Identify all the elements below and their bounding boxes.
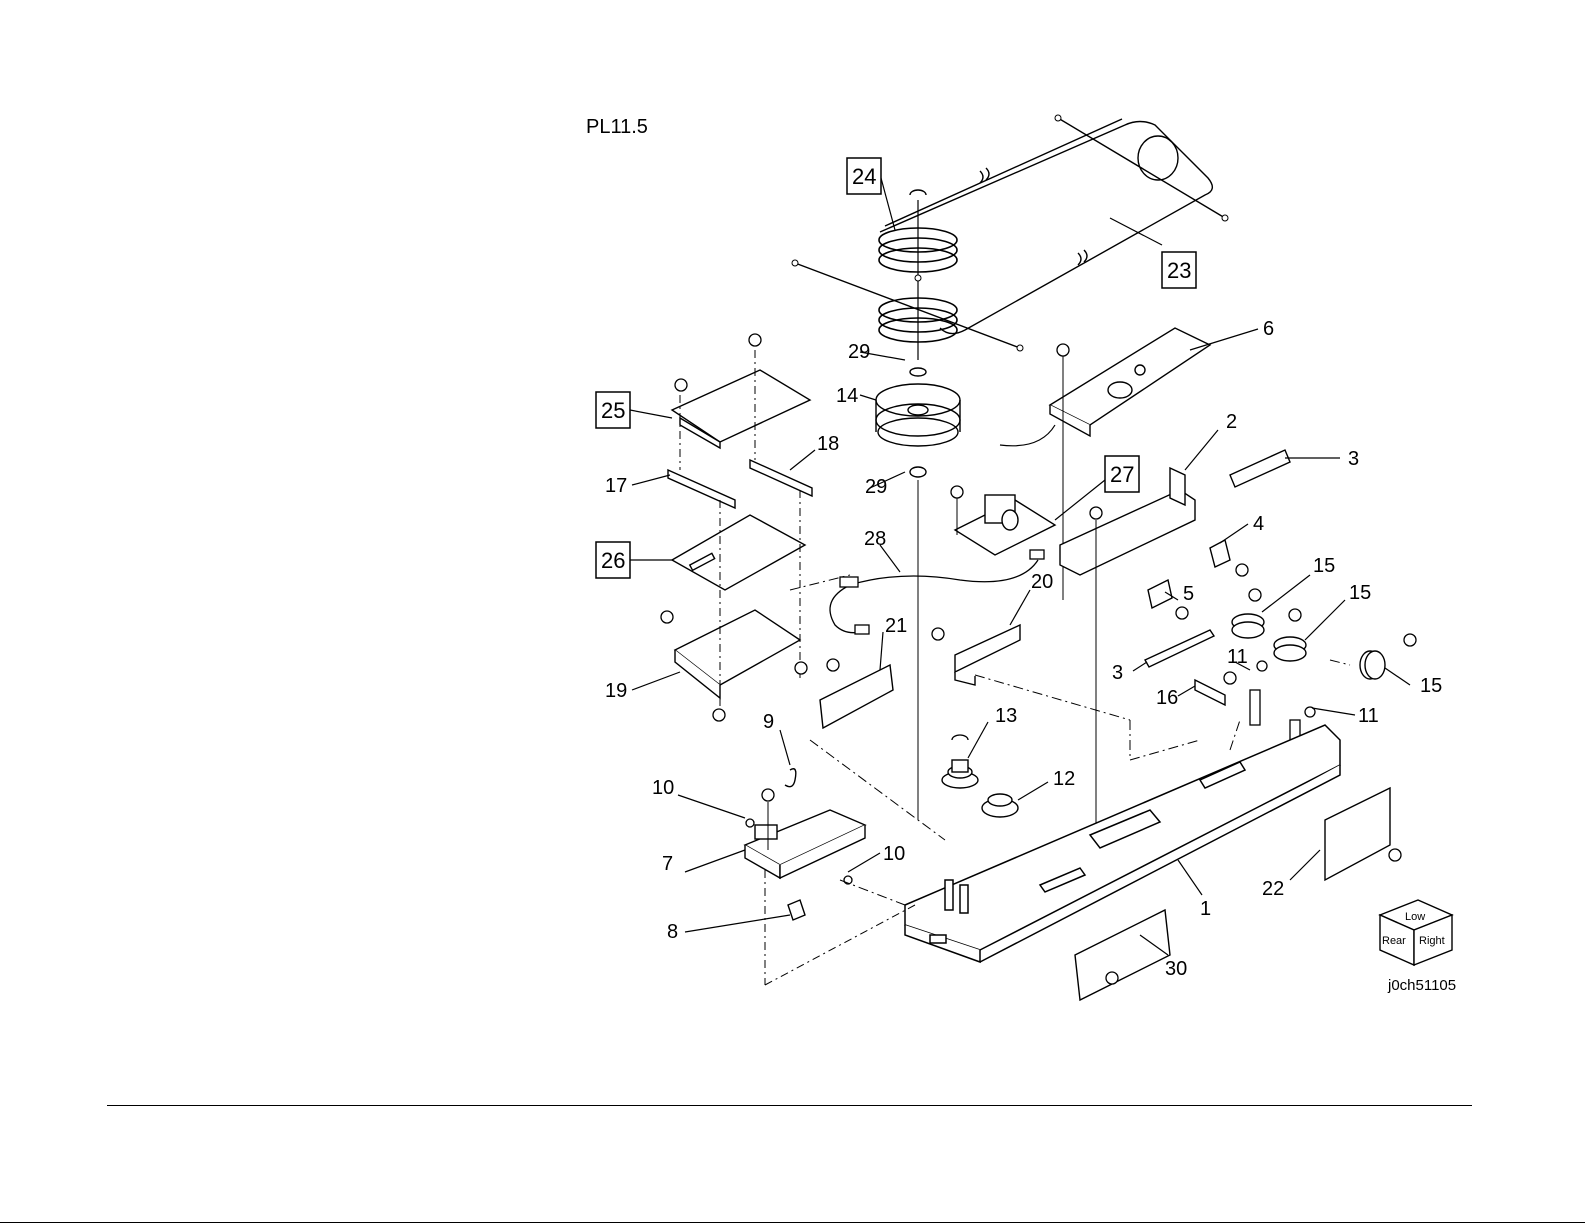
callout-3-lower: 3 <box>1112 662 1123 684</box>
pulley-15 <box>1232 614 1385 679</box>
callout-10-b: 10 <box>883 843 905 865</box>
callout-4: 4 <box>1253 513 1264 535</box>
callout-28: 28 <box>864 528 886 550</box>
callout-23: 23 <box>1167 258 1191 283</box>
cube-label-top: Low <box>1405 911 1425 923</box>
pulley-14 <box>876 368 960 477</box>
callout-9: 9 <box>763 711 774 733</box>
cover-22 <box>1325 788 1390 880</box>
callout-15-c: 15 <box>1420 675 1442 697</box>
callout-17: 17 <box>605 475 627 497</box>
cover-30 <box>1075 910 1170 1000</box>
bracket-17 <box>668 470 735 508</box>
callout-11-a: 11 <box>1227 646 1248 668</box>
callout-1: 1 <box>1200 898 1211 920</box>
callout-10-a: 10 <box>652 777 674 799</box>
pwb-25 <box>672 370 810 448</box>
bracket-4 <box>1210 540 1230 567</box>
callout-7: 7 <box>662 853 673 875</box>
callout-8: 8 <box>667 921 678 943</box>
bottom-rule <box>0 1222 1585 1223</box>
orientation-cube-icon <box>1380 900 1452 965</box>
callout-14: 14 <box>836 385 858 407</box>
callout-19: 19 <box>605 680 627 702</box>
gear-13 <box>942 760 978 788</box>
callout-20: 20 <box>1031 571 1053 593</box>
bracket-7 <box>745 810 865 878</box>
pad-3-upper <box>1230 450 1290 487</box>
cube-label-left: Rear <box>1382 935 1406 947</box>
callout-24: 24 <box>852 164 876 189</box>
pwb-27 <box>955 495 1055 555</box>
base-frame-1 <box>905 725 1340 962</box>
bracket-18 <box>750 460 812 496</box>
footer-rule <box>107 1105 1472 1106</box>
callout-3-upper: 3 <box>1348 448 1359 470</box>
callout-21: 21 <box>885 615 907 637</box>
bracket-19 <box>675 610 800 698</box>
callout-25: 25 <box>601 398 625 423</box>
cube-label-right: Right <box>1419 935 1445 947</box>
callout-15-a: 15 <box>1313 555 1335 577</box>
callout-18: 18 <box>817 433 839 455</box>
callout-12: 12 <box>1053 768 1075 790</box>
gear-12 <box>982 794 1018 817</box>
bracket-8 <box>788 900 805 920</box>
callout-6: 6 <box>1263 318 1274 340</box>
callout-16: 16 <box>1156 687 1178 709</box>
callout-2: 2 <box>1226 411 1237 433</box>
callout-27: 27 <box>1110 462 1134 487</box>
bracket-20 <box>955 625 1020 685</box>
pad-3-lower <box>1145 630 1214 667</box>
callout-15-b: 15 <box>1349 582 1371 604</box>
bracket-21 <box>820 665 893 728</box>
callout-11-b: 11 <box>1358 705 1379 727</box>
callout-29-lower: 29 <box>865 476 887 498</box>
callout-30: 30 <box>1165 958 1187 980</box>
callout-26: 26 <box>601 548 625 573</box>
figure-id: j0ch51105 <box>1387 977 1456 994</box>
bracket-16 <box>1195 680 1225 705</box>
callout-29-upper: 29 <box>848 341 870 363</box>
pwb-26 <box>672 515 805 590</box>
wire-cable-loop <box>795 118 1225 348</box>
callout-13: 13 <box>995 705 1017 727</box>
pwb-6 <box>1050 328 1210 436</box>
callout-5: 5 <box>1183 583 1194 605</box>
spring-9 <box>785 769 796 787</box>
callout-22: 22 <box>1262 878 1284 900</box>
